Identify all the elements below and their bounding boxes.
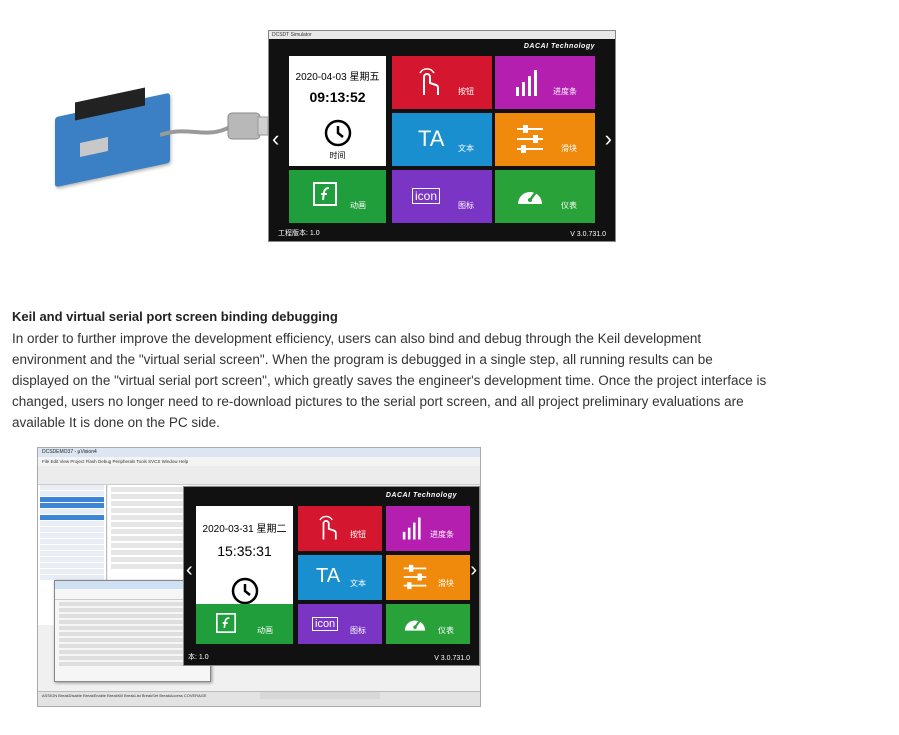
clock-time: 15:35:31: [217, 543, 272, 559]
tile-progress[interactable]: 进度条: [495, 56, 595, 109]
tile-icon-label: 图标: [458, 201, 474, 210]
ide-bottom-tabs: [260, 692, 380, 699]
tile-slider[interactable]: 滑块: [495, 113, 595, 166]
text-icon: TA: [316, 565, 341, 587]
serial-cable: [160, 112, 269, 140]
bars-icon: [516, 70, 537, 96]
tile-text[interactable]: TA 文本: [392, 113, 492, 166]
tile-slider[interactable]: 滑块: [386, 555, 470, 600]
simulator-title-bar: DCSDT Simulator: [269, 31, 615, 39]
flash-icon: [313, 182, 337, 206]
hand-pointer-icon: [319, 515, 337, 540]
dev-board-photo: [55, 87, 175, 188]
tile-animation[interactable]: 动画: [289, 170, 386, 223]
gauge-icon: [518, 191, 542, 204]
brand-label: DACAI Technology: [385, 492, 457, 499]
tile-progress-label: 进度条: [430, 530, 454, 539]
tile-gauge[interactable]: 仪表: [386, 604, 470, 644]
tile-animation[interactable]: 动画: [196, 604, 293, 644]
tile-button[interactable]: 按钮: [298, 506, 382, 551]
chevron-right-icon[interactable]: ›: [470, 559, 477, 581]
clock-label: 时间: [329, 151, 346, 160]
tile-animation-label: 动画: [257, 626, 273, 635]
clock-icon: [231, 577, 259, 605]
tile-animation-label: 动画: [350, 201, 366, 210]
tile-gauge-label: 仪表: [561, 201, 577, 210]
ide-title-bar: DCSDEMO37 - μVision4: [38, 448, 480, 457]
section-body: In order to further improve the developm…: [12, 331, 767, 430]
clock-tile[interactable]: 2020-04-03 星期五 09:13:52 时间: [289, 56, 386, 166]
tile-progress-label: 进度条: [553, 87, 577, 96]
tile-gauge[interactable]: 仪表: [495, 170, 595, 223]
tile-icon[interactable]: icon 图标: [298, 604, 382, 644]
tile-slider-label: 滑块: [561, 144, 577, 153]
clock-date: 2020-03-31 星期二: [202, 524, 287, 535]
chevron-left-icon[interactable]: ‹: [186, 559, 193, 581]
text-icon: TA: [418, 126, 445, 151]
tile-icon-label: 图标: [350, 626, 366, 635]
icon-glyph: icon: [312, 617, 339, 631]
flash-icon: [216, 613, 236, 633]
hand-pointer-icon: [419, 68, 439, 95]
tile-text-label: 文本: [458, 144, 474, 153]
tile-slider-label: 滑块: [438, 579, 454, 588]
tile-text-label: 文本: [350, 579, 366, 588]
tile-button-label: 按钮: [458, 87, 474, 96]
bars-icon: [402, 517, 421, 540]
project-version: 本: 1.0: [188, 654, 209, 661]
ide-status-bar: ASSIGN BreakDisable BreakEnable BreakKil…: [38, 691, 480, 706]
clock-icon: [324, 119, 352, 147]
gauge-icon: [404, 619, 426, 631]
icon-glyph: icon: [412, 188, 441, 204]
chevron-right-icon[interactable]: ›: [604, 126, 612, 151]
chevron-left-icon[interactable]: ‹: [272, 126, 280, 151]
firmware-version: V 3.0.731.0: [434, 655, 470, 662]
slider-icon: [517, 125, 543, 153]
simulator-screen: DCSDT Simulator DACAI Technology ‹ › 202…: [268, 30, 616, 242]
simulator-screen-debug: DACAI Technology ‹ › 2020-03-31 星期二 15:3…: [183, 486, 480, 666]
keil-ide-screenshot: DCSDEMO37 - μVision4 File Edit View Proj…: [37, 447, 481, 707]
tile-text[interactable]: TA 文本: [298, 555, 382, 600]
command-line: ASSIGN BreakDisable BreakEnable BreakKil…: [42, 693, 207, 698]
tile-progress[interactable]: 进度条: [386, 506, 470, 551]
clock-time: 09:13:52: [309, 89, 366, 105]
tile-icon[interactable]: icon 图标: [392, 170, 492, 223]
firmware-version: V 3.0.731.0: [570, 231, 606, 238]
ide-toolbar-secondary: [38, 475, 480, 485]
project-version: 工程版本: 1.0: [278, 230, 320, 237]
section-heading: Keil and virtual serial port screen bind…: [12, 309, 338, 324]
tile-button[interactable]: 按钮: [392, 56, 492, 109]
tile-gauge-label: 仪表: [438, 626, 454, 635]
clock-date: 2020-04-03 星期五: [295, 72, 380, 83]
brand-label: DACAI Technology: [523, 43, 595, 50]
tile-button-label: 按钮: [350, 530, 366, 539]
slider-icon: [403, 564, 427, 590]
